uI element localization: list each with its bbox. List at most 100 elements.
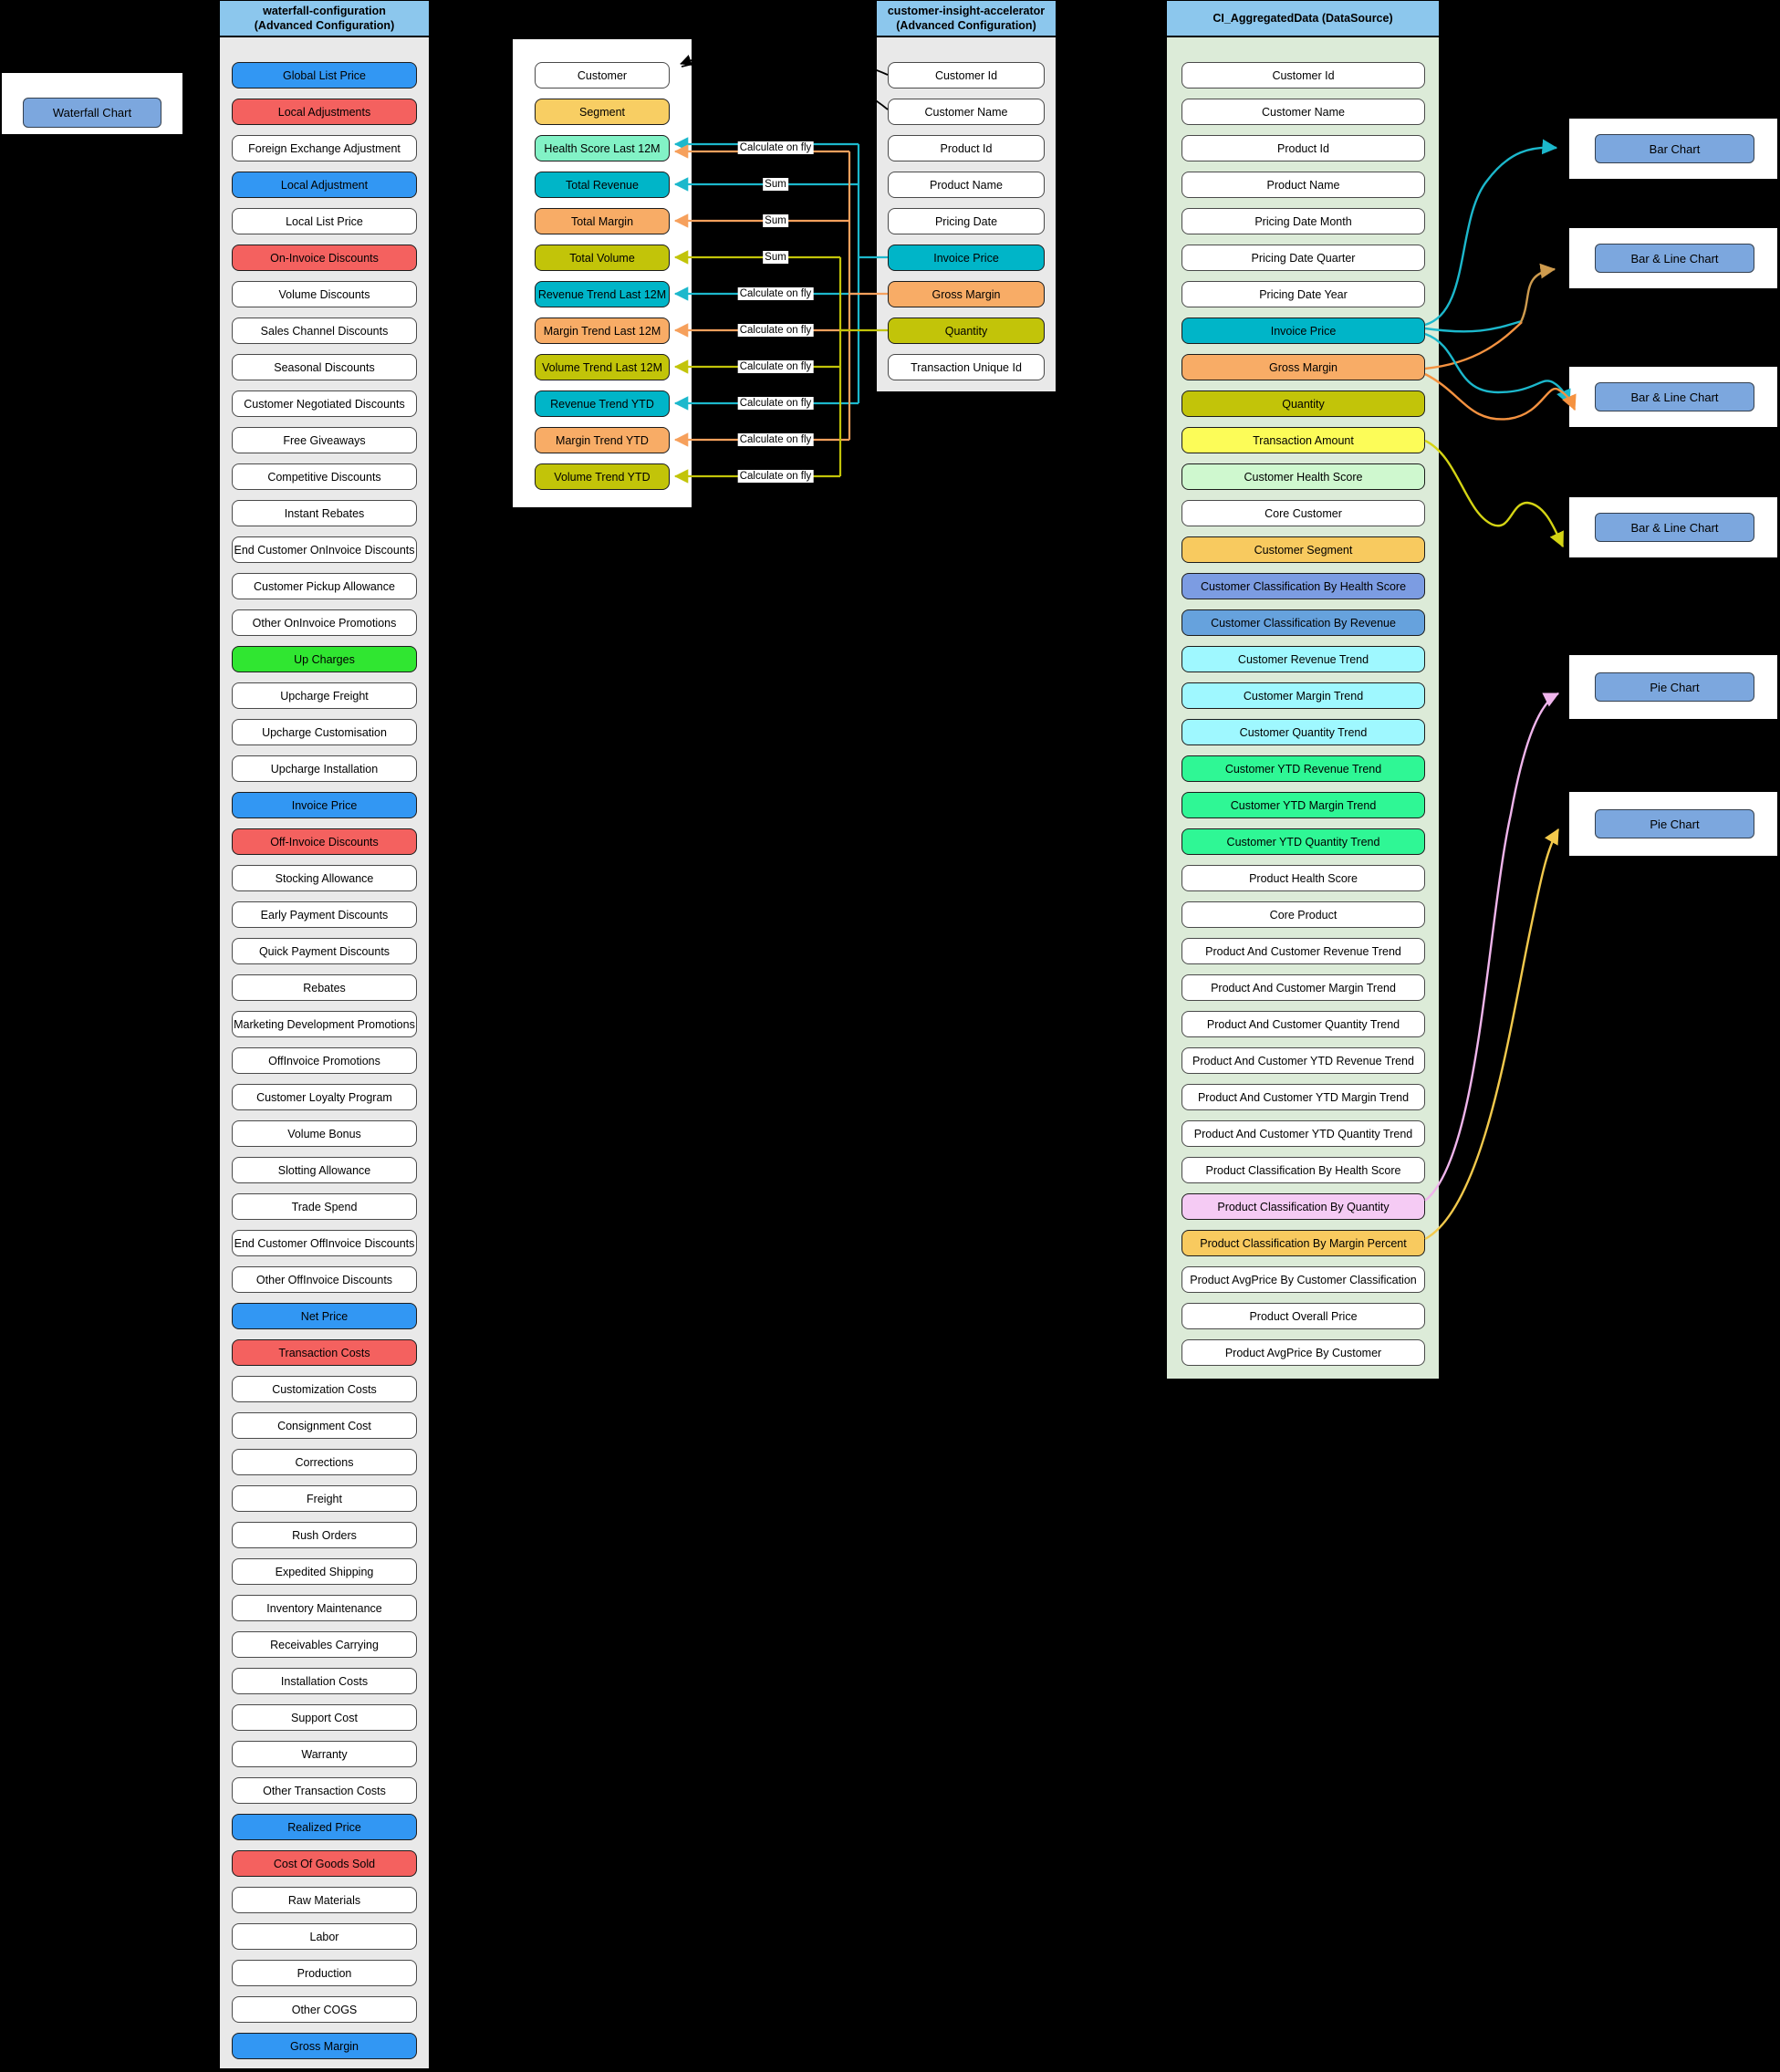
- node-waterfall-invoice-price[interactable]: Invoice Price: [232, 792, 417, 818]
- node-waterfall-free-giveaways[interactable]: Free Giveaways: [232, 427, 417, 453]
- node-datasource-pricing-date-month[interactable]: Pricing Date Month: [1181, 208, 1425, 234]
- node-datasource-product-and-customer-ytd-quantity-trend[interactable]: Product And Customer YTD Quantity Trend: [1181, 1120, 1425, 1147]
- node-waterfall-consignment-cost[interactable]: Consignment Cost: [232, 1412, 417, 1439]
- node-waterfall-up-charges[interactable]: Up Charges: [232, 646, 417, 672]
- node-waterfall-marketing-development-promotions[interactable]: Marketing Development Promotions: [232, 1011, 417, 1037]
- node-datasource-customer-classification-by-health-score[interactable]: Customer Classification By Health Score: [1181, 573, 1425, 599]
- node-metrics-total-volume[interactable]: Total Volume: [535, 245, 670, 271]
- node-datasource-product-and-customer-quantity-trend[interactable]: Product And Customer Quantity Trend: [1181, 1011, 1425, 1037]
- node-waterfall-transaction-costs[interactable]: Transaction Costs: [232, 1339, 417, 1366]
- node-datasource-product-and-customer-revenue-trend[interactable]: Product And Customer Revenue Trend: [1181, 938, 1425, 964]
- node-datasource-product-classification-by-margin-percent[interactable]: Product Classification By Margin Percent: [1181, 1230, 1425, 1256]
- node-waterfall-cost-of-goods-sold[interactable]: Cost Of Goods Sold: [232, 1850, 417, 1877]
- node-datasource-product-health-score[interactable]: Product Health Score: [1181, 865, 1425, 891]
- chart-node-bar-line-chart[interactable]: Bar & Line Chart: [1595, 382, 1754, 411]
- node-metrics-health-score-last-12m[interactable]: Health Score Last 12M: [535, 135, 670, 161]
- node-datasource-customer-id[interactable]: Customer Id: [1181, 62, 1425, 89]
- node-metrics-margin-trend-last-12m[interactable]: Margin Trend Last 12M: [535, 318, 670, 344]
- node-accelerator-transaction-unique-id[interactable]: Transaction Unique Id: [888, 354, 1045, 380]
- node-waterfall-rebates[interactable]: Rebates: [232, 974, 417, 1001]
- node-datasource-product-and-customer-ytd-revenue-trend[interactable]: Product And Customer YTD Revenue Trend: [1181, 1047, 1425, 1074]
- node-waterfall-installation-costs[interactable]: Installation Costs: [232, 1668, 417, 1694]
- node-waterfall-competitive-discounts[interactable]: Competitive Discounts: [232, 463, 417, 490]
- node-datasource-customer-classification-by-revenue[interactable]: Customer Classification By Revenue: [1181, 609, 1425, 636]
- node-datasource-quantity[interactable]: Quantity: [1181, 390, 1425, 417]
- node-datasource-customer-health-score[interactable]: Customer Health Score: [1181, 463, 1425, 490]
- node-waterfall-quick-payment-discounts[interactable]: Quick Payment Discounts: [232, 938, 417, 964]
- node-accelerator-gross-margin[interactable]: Gross Margin: [888, 281, 1045, 307]
- node-waterfall-labor[interactable]: Labor: [232, 1923, 417, 1950]
- node-accelerator-pricing-date[interactable]: Pricing Date: [888, 208, 1045, 234]
- node-datasource-product-id[interactable]: Product Id: [1181, 135, 1425, 161]
- node-waterfall-customer-loyalty-program[interactable]: Customer Loyalty Program: [232, 1084, 417, 1110]
- node-waterfall-raw-materials[interactable]: Raw Materials: [232, 1887, 417, 1913]
- node-datasource-customer-ytd-quantity-trend[interactable]: Customer YTD Quantity Trend: [1181, 828, 1425, 855]
- node-waterfall-local-adjustment[interactable]: Local Adjustment: [232, 172, 417, 198]
- node-waterfall-freight[interactable]: Freight: [232, 1485, 417, 1512]
- node-waterfall-slotting-allowance[interactable]: Slotting Allowance: [232, 1157, 417, 1183]
- node-accelerator-customer-id[interactable]: Customer Id: [888, 62, 1045, 89]
- node-accelerator-invoice-price[interactable]: Invoice Price: [888, 245, 1045, 271]
- node-datasource-core-product[interactable]: Core Product: [1181, 901, 1425, 928]
- node-waterfall-upcharge-installation[interactable]: Upcharge Installation: [232, 755, 417, 782]
- chart-node-pie-chart[interactable]: Pie Chart: [1595, 809, 1754, 838]
- node-waterfall-warranty[interactable]: Warranty: [232, 1741, 417, 1767]
- chart-node-bar-chart[interactable]: Bar Chart: [1595, 134, 1754, 163]
- node-waterfall-support-cost[interactable]: Support Cost: [232, 1704, 417, 1731]
- node-waterfall-gross-margin[interactable]: Gross Margin: [232, 2033, 417, 2059]
- node-datasource-core-customer[interactable]: Core Customer: [1181, 500, 1425, 526]
- node-waterfall-upcharge-freight[interactable]: Upcharge Freight: [232, 682, 417, 709]
- node-waterfall-other-transaction-costs[interactable]: Other Transaction Costs: [232, 1777, 417, 1804]
- node-waterfall-customization-costs[interactable]: Customization Costs: [232, 1376, 417, 1402]
- node-waterfall-net-price[interactable]: Net Price: [232, 1303, 417, 1329]
- node-datasource-product-avgprice-by-customer[interactable]: Product AvgPrice By Customer: [1181, 1339, 1425, 1366]
- node-waterfall-realized-price[interactable]: Realized Price: [232, 1814, 417, 1840]
- node-datasource-pricing-date-year[interactable]: Pricing Date Year: [1181, 281, 1425, 307]
- node-datasource-customer-name[interactable]: Customer Name: [1181, 99, 1425, 125]
- node-waterfall-corrections[interactable]: Corrections: [232, 1449, 417, 1475]
- node-metrics-volume-trend-ytd[interactable]: Volume Trend YTD: [535, 463, 670, 490]
- node-datasource-customer-revenue-trend[interactable]: Customer Revenue Trend: [1181, 646, 1425, 672]
- node-waterfall-foreign-exchange-adjustment[interactable]: Foreign Exchange Adjustment: [232, 135, 417, 161]
- chart-node-bar-line-chart[interactable]: Bar & Line Chart: [1595, 244, 1754, 273]
- node-metrics-total-revenue[interactable]: Total Revenue: [535, 172, 670, 198]
- node-waterfall-receivables-carrying[interactable]: Receivables Carrying: [232, 1631, 417, 1658]
- node-metrics-volume-trend-last-12m[interactable]: Volume Trend Last 12M: [535, 354, 670, 380]
- node-datasource-product-and-customer-ytd-margin-trend[interactable]: Product And Customer YTD Margin Trend: [1181, 1084, 1425, 1110]
- node-datasource-product-overall-price[interactable]: Product Overall Price: [1181, 1303, 1425, 1329]
- node-waterfall-stocking-allowance[interactable]: Stocking Allowance: [232, 865, 417, 891]
- node-datasource-pricing-date-quarter[interactable]: Pricing Date Quarter: [1181, 245, 1425, 271]
- node-waterfall-other-cogs[interactable]: Other COGS: [232, 1996, 417, 2023]
- node-datasource-invoice-price[interactable]: Invoice Price: [1181, 318, 1425, 344]
- node-datasource-transaction-amount[interactable]: Transaction Amount: [1181, 427, 1425, 453]
- node-waterfall-upcharge-customisation[interactable]: Upcharge Customisation: [232, 719, 417, 745]
- node-datasource-gross-margin[interactable]: Gross Margin: [1181, 354, 1425, 380]
- node-datasource-customer-quantity-trend[interactable]: Customer Quantity Trend: [1181, 719, 1425, 745]
- node-metrics-segment[interactable]: Segment: [535, 99, 670, 125]
- node-waterfall-local-adjustments[interactable]: Local Adjustments: [232, 99, 417, 125]
- node-metrics-margin-trend-ytd[interactable]: Margin Trend YTD: [535, 427, 670, 453]
- node-waterfall-inventory-maintenance[interactable]: Inventory Maintenance: [232, 1595, 417, 1621]
- node-datasource-customer-ytd-revenue-trend[interactable]: Customer YTD Revenue Trend: [1181, 755, 1425, 782]
- node-waterfall-off-invoice-discounts[interactable]: Off-Invoice Discounts: [232, 828, 417, 855]
- node-waterfall-customer-negotiated-discounts[interactable]: Customer Negotiated Discounts: [232, 390, 417, 417]
- node-datasource-customer-margin-trend[interactable]: Customer Margin Trend: [1181, 682, 1425, 709]
- node-metrics-customer[interactable]: Customer: [535, 62, 670, 89]
- chart-node-bar-line-chart[interactable]: Bar & Line Chart: [1595, 513, 1754, 542]
- node-waterfall-instant-rebates[interactable]: Instant Rebates: [232, 500, 417, 526]
- node-waterfall-customer-pickup-allowance[interactable]: Customer Pickup Allowance: [232, 573, 417, 599]
- node-waterfall-volume-bonus[interactable]: Volume Bonus: [232, 1120, 417, 1147]
- node-waterfall-trade-spend[interactable]: Trade Spend: [232, 1193, 417, 1220]
- node-datasource-product-and-customer-margin-trend[interactable]: Product And Customer Margin Trend: [1181, 974, 1425, 1001]
- node-waterfall-end-customer-offinvoice-discounts[interactable]: End Customer OffInvoice Discounts: [232, 1230, 417, 1256]
- node-accelerator-quantity[interactable]: Quantity: [888, 318, 1045, 344]
- node-metrics-total-margin[interactable]: Total Margin: [535, 208, 670, 234]
- node-waterfall-production[interactable]: Production: [232, 1960, 417, 1986]
- node-accelerator-product-name[interactable]: Product Name: [888, 172, 1045, 198]
- node-waterfall-global-list-price[interactable]: Global List Price: [232, 62, 417, 89]
- node-waterfall-sales-channel-discounts[interactable]: Sales Channel Discounts: [232, 318, 417, 344]
- node-waterfall-seasonal-discounts[interactable]: Seasonal Discounts: [232, 354, 417, 380]
- node-waterfall-on-invoice-discounts[interactable]: On-Invoice Discounts: [232, 245, 417, 271]
- waterfall-chart-node[interactable]: Waterfall Chart: [23, 98, 161, 128]
- node-waterfall-volume-discounts[interactable]: Volume Discounts: [232, 281, 417, 307]
